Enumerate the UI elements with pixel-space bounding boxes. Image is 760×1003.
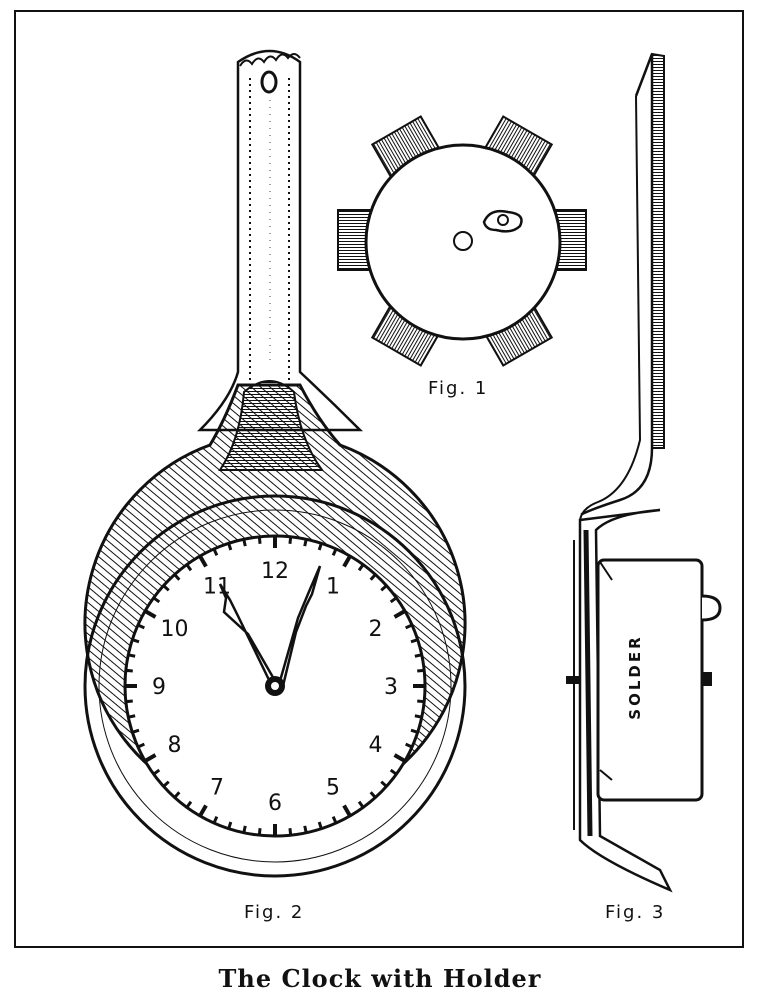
minute-tick xyxy=(127,653,136,658)
minute-tick xyxy=(410,638,419,644)
minute-tick xyxy=(173,573,181,581)
minute-tick xyxy=(227,542,233,551)
minute-tick xyxy=(288,536,293,544)
hour-numeral: 3 xyxy=(384,675,398,700)
minute-tick xyxy=(342,555,352,568)
minute-tick xyxy=(317,542,323,551)
minute-tick xyxy=(393,753,406,763)
minute-ticks xyxy=(125,536,425,836)
clock-box xyxy=(596,558,704,802)
minute-tick xyxy=(125,699,133,704)
minute-tick xyxy=(144,609,157,619)
minute-tick xyxy=(380,780,388,788)
minute-tick xyxy=(405,742,413,749)
minute-tick xyxy=(162,780,170,788)
minute-tick xyxy=(417,699,425,704)
minute-tick xyxy=(303,825,308,834)
minute-tick xyxy=(257,536,262,544)
minute-tick xyxy=(144,753,157,763)
figure-frame xyxy=(14,10,744,948)
minute-tick xyxy=(342,804,352,817)
minute-tick xyxy=(127,714,136,719)
hanging-hole xyxy=(260,70,278,94)
minute-tick xyxy=(242,825,247,834)
minute-tick xyxy=(152,768,161,776)
hour-numeral: 12 xyxy=(261,559,289,584)
minute-tick xyxy=(242,538,247,547)
minute-tick xyxy=(331,548,338,556)
minute-tick xyxy=(173,791,181,799)
hour-numeral: 5 xyxy=(326,775,340,800)
figure-caption: The Clock with Holder xyxy=(218,964,542,993)
minute-tick xyxy=(257,828,262,836)
minute-tick xyxy=(137,742,145,749)
minute-tick xyxy=(357,563,365,572)
minute-tick xyxy=(125,668,133,673)
hour-hand xyxy=(218,583,282,689)
hour-numeral: 10 xyxy=(161,617,189,642)
minute-tick xyxy=(369,791,377,799)
fig1-label: Fig. 1 xyxy=(428,378,489,399)
minute-tick xyxy=(369,573,377,581)
minute-tick xyxy=(137,623,145,630)
fig3-label: Fig. 3 xyxy=(605,902,666,923)
hour-numeral: 2 xyxy=(368,617,382,642)
minute-tick xyxy=(417,668,425,673)
minute-tick xyxy=(227,821,233,830)
hour-numeral: 8 xyxy=(168,733,182,758)
fig3-side-view xyxy=(566,52,722,893)
minute-tick xyxy=(393,609,406,619)
minute-tick xyxy=(185,800,193,809)
minute-tick xyxy=(389,596,398,604)
fig1-clock-back xyxy=(337,115,587,367)
minute-tick xyxy=(410,728,419,734)
minute-tick xyxy=(212,548,219,556)
minute-tick xyxy=(198,555,208,568)
minute-tick xyxy=(331,816,338,824)
minute-tick xyxy=(414,714,423,719)
minute-tick xyxy=(162,584,170,592)
minute-tick xyxy=(389,768,398,776)
minute-tick xyxy=(288,828,293,836)
minute-tick xyxy=(380,584,388,592)
minute-tick xyxy=(303,538,308,547)
hour-numeral: 4 xyxy=(368,733,382,758)
minute-tick xyxy=(357,800,365,809)
hour-numeral: 9 xyxy=(152,675,166,700)
solder-label: SOLDER xyxy=(626,634,644,720)
minute-tick xyxy=(152,596,161,604)
minute-tick xyxy=(414,653,423,658)
hour-numeral: 6 xyxy=(268,791,282,816)
key-knob xyxy=(701,594,722,622)
hour-numeral: 1 xyxy=(326,575,340,600)
minute-tick xyxy=(131,638,140,644)
minute-tick xyxy=(212,816,219,824)
fig2-label: Fig. 2 xyxy=(244,902,305,923)
minute-tick xyxy=(317,821,323,830)
minute-tick xyxy=(131,728,140,734)
hour-numeral: 7 xyxy=(210,775,224,800)
minute-tick xyxy=(198,804,208,817)
minute-tick xyxy=(405,623,413,630)
holder-handle xyxy=(196,49,364,432)
minute-hand xyxy=(276,565,322,692)
minute-tick xyxy=(185,563,193,572)
